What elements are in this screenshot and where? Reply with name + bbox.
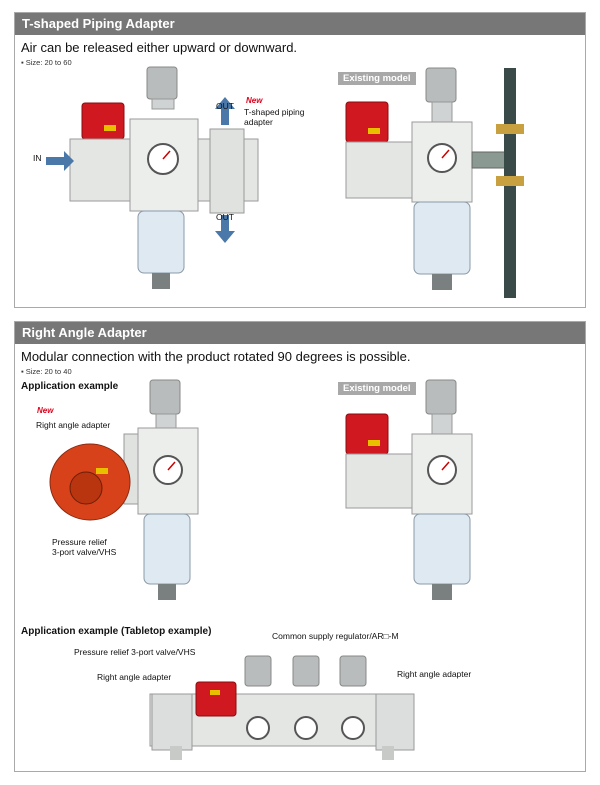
existing-model-tag: Existing model <box>338 72 416 85</box>
callout-right-angle-adapter-left: Right angle adapter <box>97 672 172 682</box>
arrow-out-down-label: OUT <box>216 212 234 222</box>
tabletop-example-label: Application example (Tabletop example) <box>21 626 212 637</box>
right-angle-product-image <box>49 379 199 600</box>
existing-model-image <box>345 67 524 298</box>
tabletop-assembly-image <box>149 655 415 760</box>
callout-pressure-relief-valve: Pressure relief 3-port valve/VHS <box>52 537 117 557</box>
section-right-angle: Right Angle Adapter <box>14 321 586 772</box>
t-adapter-product-image <box>46 66 259 289</box>
existing-model-tag: Existing model <box>338 382 416 395</box>
callout-t-adapter: T-shaped piping adapter <box>244 107 305 127</box>
size-note: ▪ Size: 20 to 60 <box>21 58 72 67</box>
arrow-in-label: IN <box>33 153 42 163</box>
new-badge: New <box>37 406 54 415</box>
arrow-out-up-label: OUT <box>216 101 234 111</box>
size-note: ▪ Size: 20 to 40 <box>21 367 72 376</box>
callout-common-supply-regulator: Common supply regulator/AR□-M <box>272 631 399 641</box>
section-title: Right Angle Adapter <box>15 322 585 344</box>
new-badge: New <box>246 96 263 105</box>
existing-model-image <box>345 379 473 600</box>
callout-pressure-relief-valve-2: Pressure relief 3-port valve/VHS <box>74 647 196 657</box>
callout-right-angle-adapter-right: Right angle adapter <box>397 669 472 679</box>
callout-right-angle-adapter: Right angle adapter <box>36 420 111 430</box>
section-title: T-shaped Piping Adapter <box>15 13 585 35</box>
lead-text: Modular connection with the product rota… <box>21 349 411 364</box>
application-example-label: Application example <box>21 381 119 392</box>
lead-text: Air can be released either upward or dow… <box>21 40 298 55</box>
